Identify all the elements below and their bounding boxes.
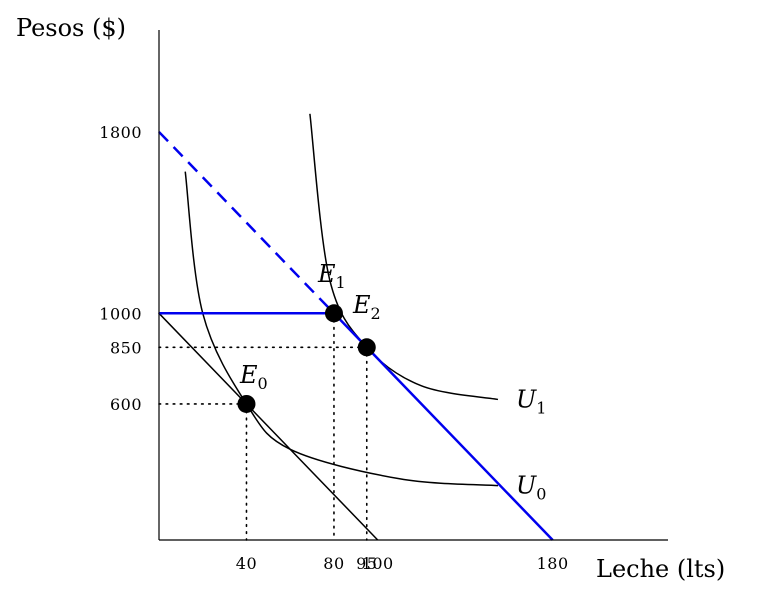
y-tick-label-1000: 1000 [99,304,142,323]
y-tick-label-600: 600 [110,395,142,414]
y-tick-label-1800: 1800 [99,123,142,142]
curve-label-u0: U0 [516,472,546,504]
x-tick-label-100: 100 [362,554,394,573]
x-axis-title: Leche (lts) [596,555,725,583]
x-tick-label-95: 95 [356,554,377,573]
indifference-curve-u1 [309,113,499,401]
axes [158,30,668,541]
budget-lines-layer [158,131,554,541]
point-label-e1: E1 [317,260,346,292]
point-label-e2: E2 [352,291,381,323]
point-e0 [237,394,256,413]
x-tick-label-40: 40 [236,554,257,573]
curve-label-u1: U1 [516,385,546,417]
point-e1 [324,304,343,323]
x-tick-label-180: 180 [537,554,569,573]
point-e2 [357,338,376,357]
x-tick-label-80: 80 [323,554,344,573]
y-axis-title: Pesos ($) [16,14,126,42]
points-layer [237,304,376,413]
budget-line-0 [158,312,379,541]
point-label-e0: E0 [239,361,268,393]
indifference-curves-layer [184,113,499,487]
guides-layer [158,312,368,541]
budget-line-2 [158,131,335,315]
y-tick-label-850: 850 [110,338,142,357]
indifference-curve-u0 [184,171,499,487]
